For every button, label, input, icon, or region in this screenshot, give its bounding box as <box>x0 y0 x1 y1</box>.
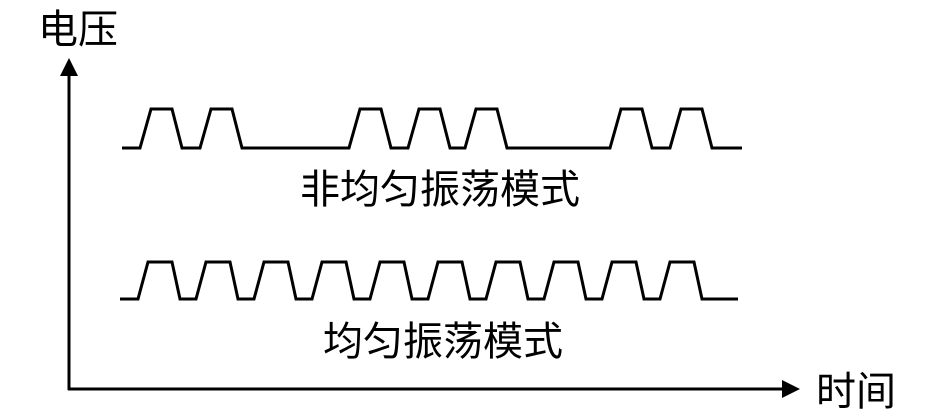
non-uniform-caption: 非均匀振荡模式 <box>300 167 580 213</box>
y-axis-arrowhead <box>60 58 78 76</box>
x-axis-label: 时间 <box>816 369 896 415</box>
y-axis-label: 电压 <box>38 7 118 53</box>
uniform-waveform <box>120 260 738 301</box>
uniform-caption: 均匀振荡模式 <box>323 319 563 365</box>
x-axis-arrowhead <box>782 380 800 398</box>
non-uniform-waveform <box>122 107 742 150</box>
